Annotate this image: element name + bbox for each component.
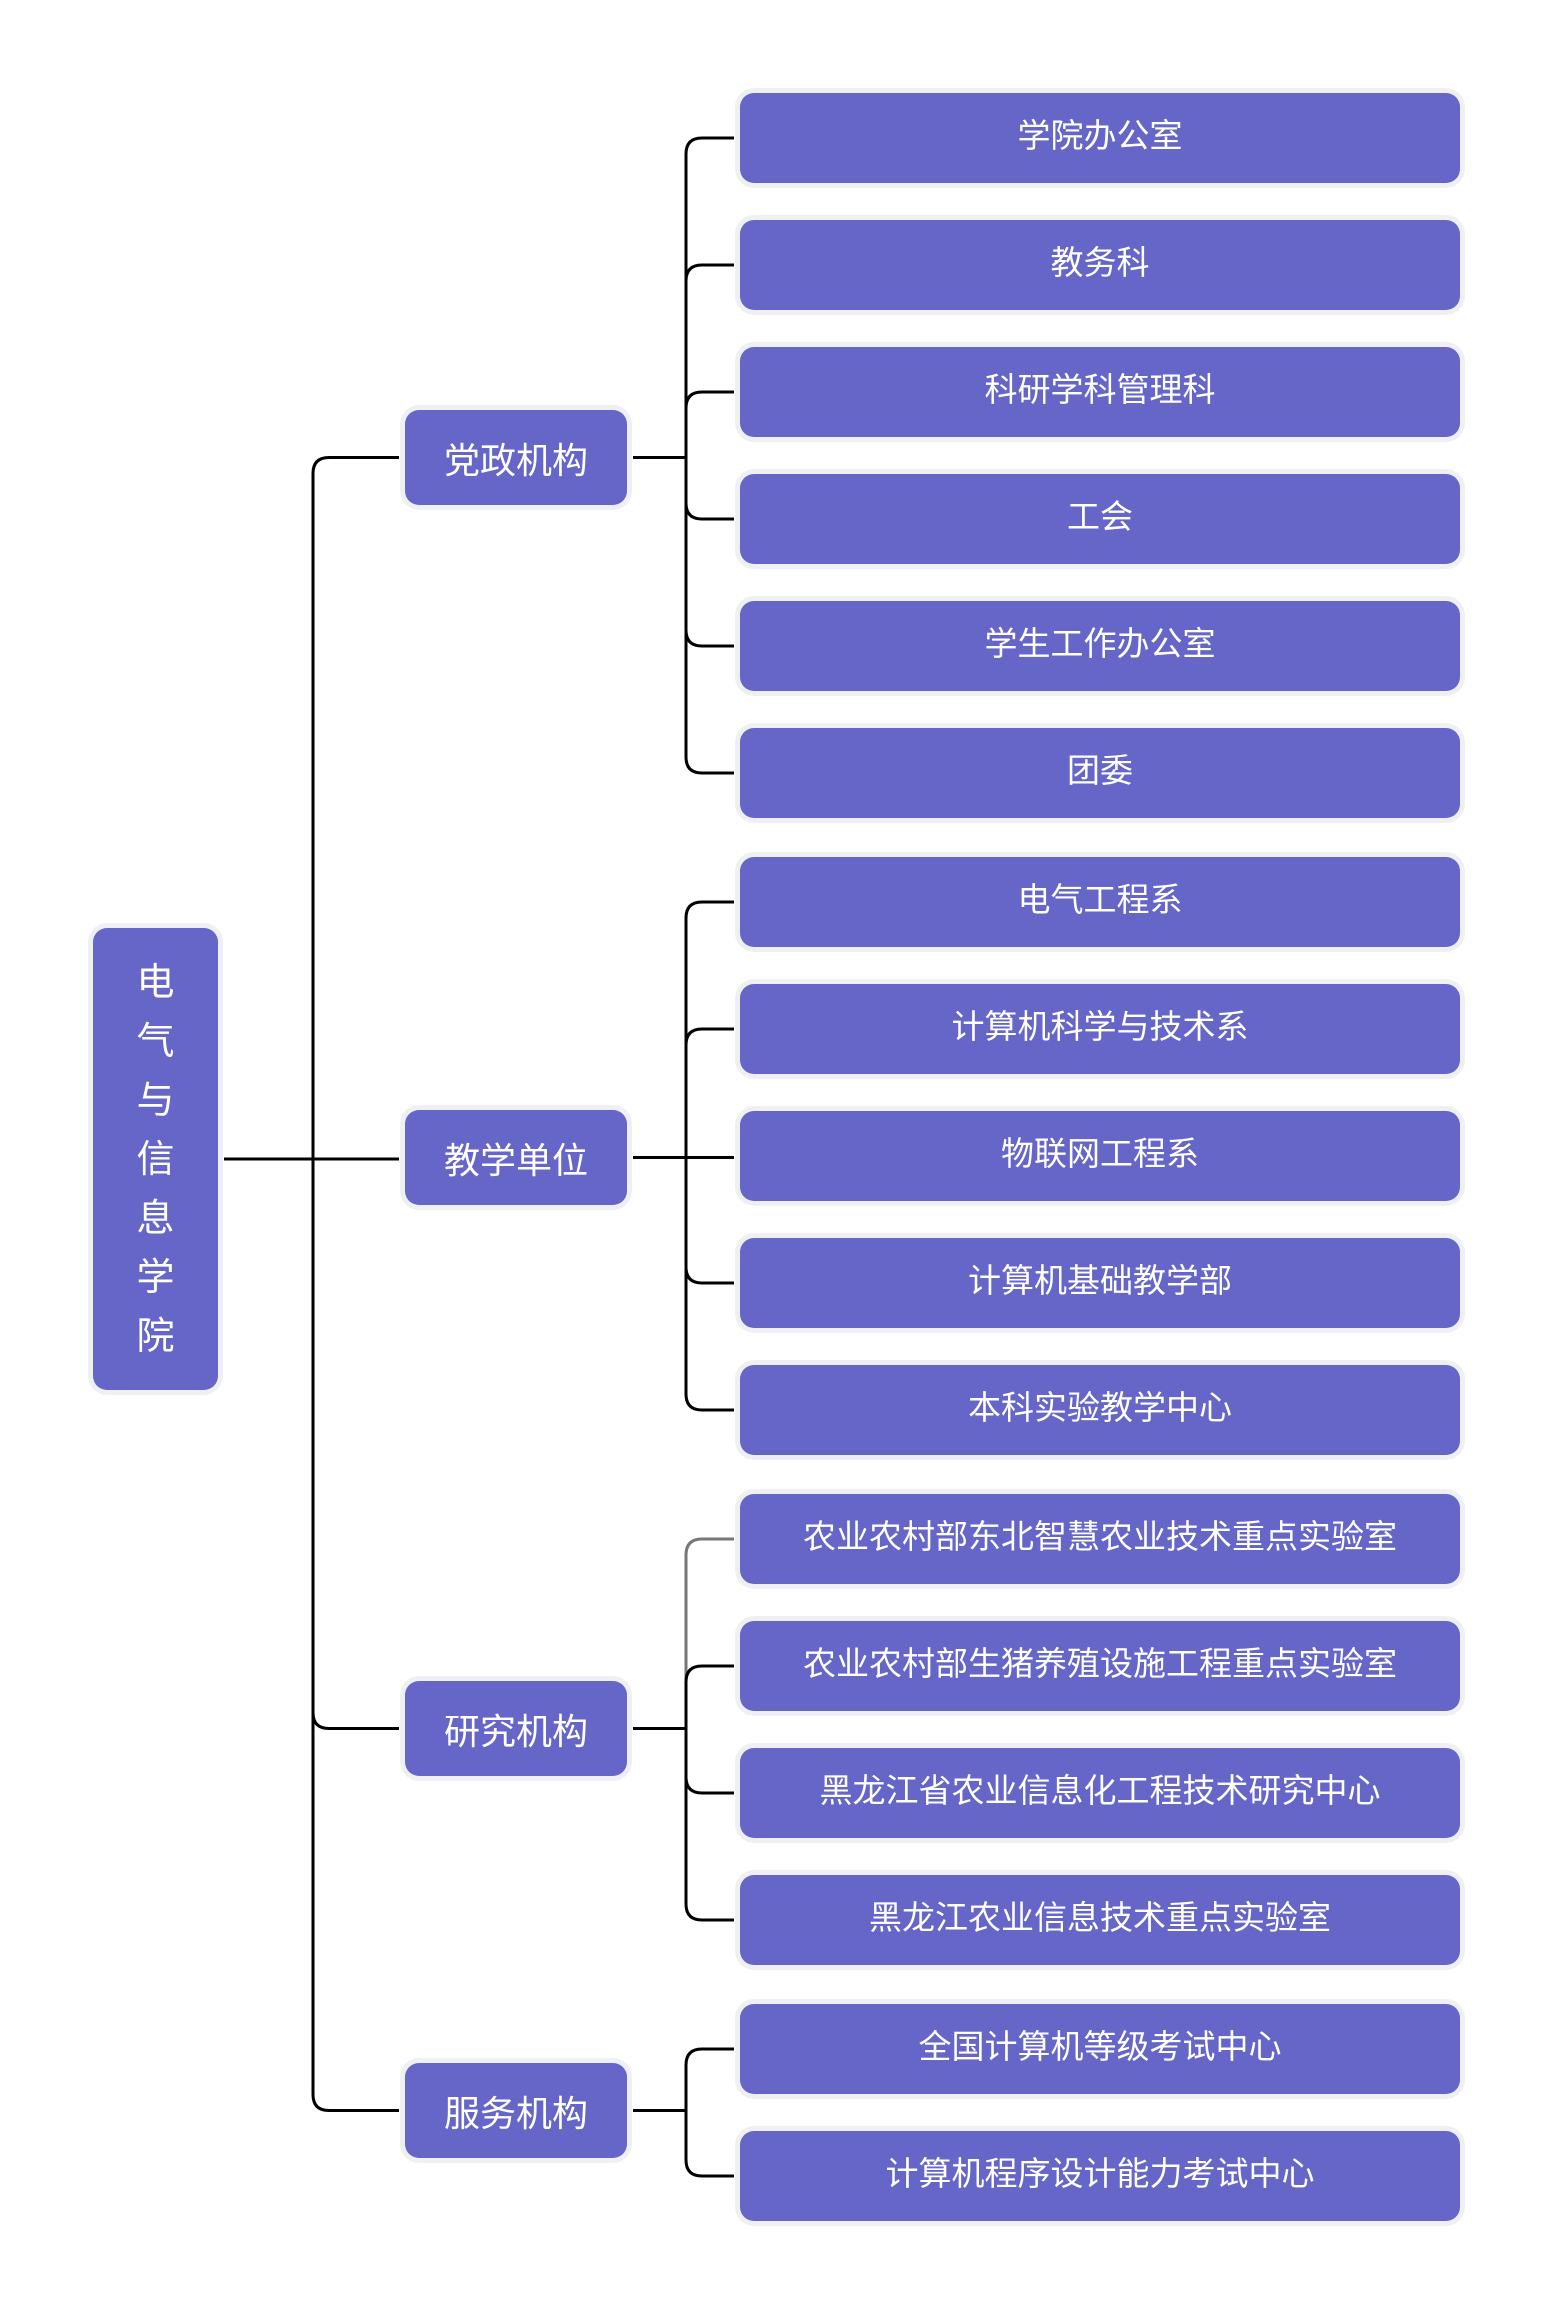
leaf-connector — [684, 457, 734, 648]
leaf-connector — [684, 1537, 734, 1729]
root-char: 信 — [136, 1136, 175, 1181]
branch-node-teaching[interactable]: 教学单位 — [405, 1110, 627, 1205]
leaf-connector — [684, 1664, 734, 1729]
leaf-node[interactable]: 电气工程系 — [740, 857, 1460, 947]
branch-connector — [311, 1159, 399, 2112]
leaf-node[interactable]: 农业农村部东北智慧农业技术重点实验室 — [740, 1494, 1460, 1584]
leaf-connector — [684, 1157, 734, 1285]
leaf-node[interactable]: 农业农村部生猪养殖设施工程重点实验室 — [740, 1621, 1460, 1711]
leaf-node[interactable]: 教务科 — [740, 220, 1460, 310]
leaf-node[interactable]: 物联网工程系 — [740, 1111, 1460, 1201]
branch-connector — [311, 456, 399, 1159]
leaf-node[interactable]: 学生工作办公室 — [740, 601, 1460, 691]
branch-node-service[interactable]: 服务机构 — [405, 2063, 627, 2158]
leaf-node[interactable]: 工会 — [740, 474, 1460, 564]
leaf-connector — [684, 390, 734, 458]
branch-node-research[interactable]: 研究机构 — [405, 1681, 627, 1776]
leaf-connector — [684, 263, 734, 458]
leaf-connector — [684, 2110, 734, 2178]
leaf-connector — [684, 457, 734, 521]
root-char: 气 — [136, 1018, 175, 1063]
leaf-node[interactable]: 计算机程序设计能力考试中心 — [740, 2131, 1460, 2221]
leaf-connector — [684, 900, 734, 1158]
leaf-node[interactable]: 学院办公室 — [740, 93, 1460, 183]
leaf-node[interactable]: 团委 — [740, 728, 1460, 818]
leaf-connector — [684, 457, 734, 775]
root-char: 与 — [136, 1077, 175, 1122]
leaf-node[interactable]: 黑龙江农业信息技术重点实验室 — [740, 1875, 1460, 1965]
leaf-connector — [684, 1027, 734, 1158]
leaf-connector — [684, 1728, 734, 1922]
leaf-connector — [684, 2047, 734, 2111]
leaf-node[interactable]: 全国计算机等级考试中心 — [740, 2004, 1460, 2094]
leaf-node[interactable]: 计算机科学与技术系 — [740, 984, 1460, 1074]
branch-node-party-admin[interactable]: 党政机构 — [405, 410, 627, 505]
leaf-node[interactable]: 本科实验教学中心 — [740, 1365, 1460, 1455]
leaf-node[interactable]: 科研学科管理科 — [740, 347, 1460, 437]
root-char: 息 — [136, 1195, 175, 1240]
leaf-connector — [684, 1157, 734, 1412]
root-char: 学 — [136, 1254, 175, 1299]
leaf-connector — [684, 1728, 734, 1795]
root-char: 院 — [136, 1313, 175, 1358]
leaf-connector — [684, 136, 734, 458]
root-char: 电 — [136, 959, 175, 1004]
leaf-node[interactable]: 黑龙江省农业信息化工程技术研究中心 — [740, 1748, 1460, 1838]
leaf-node[interactable]: 计算机基础教学部 — [740, 1238, 1460, 1328]
root-node[interactable]: 电 气 与 信 息 学 院 — [93, 928, 218, 1390]
branch-connector — [311, 1159, 399, 1730]
